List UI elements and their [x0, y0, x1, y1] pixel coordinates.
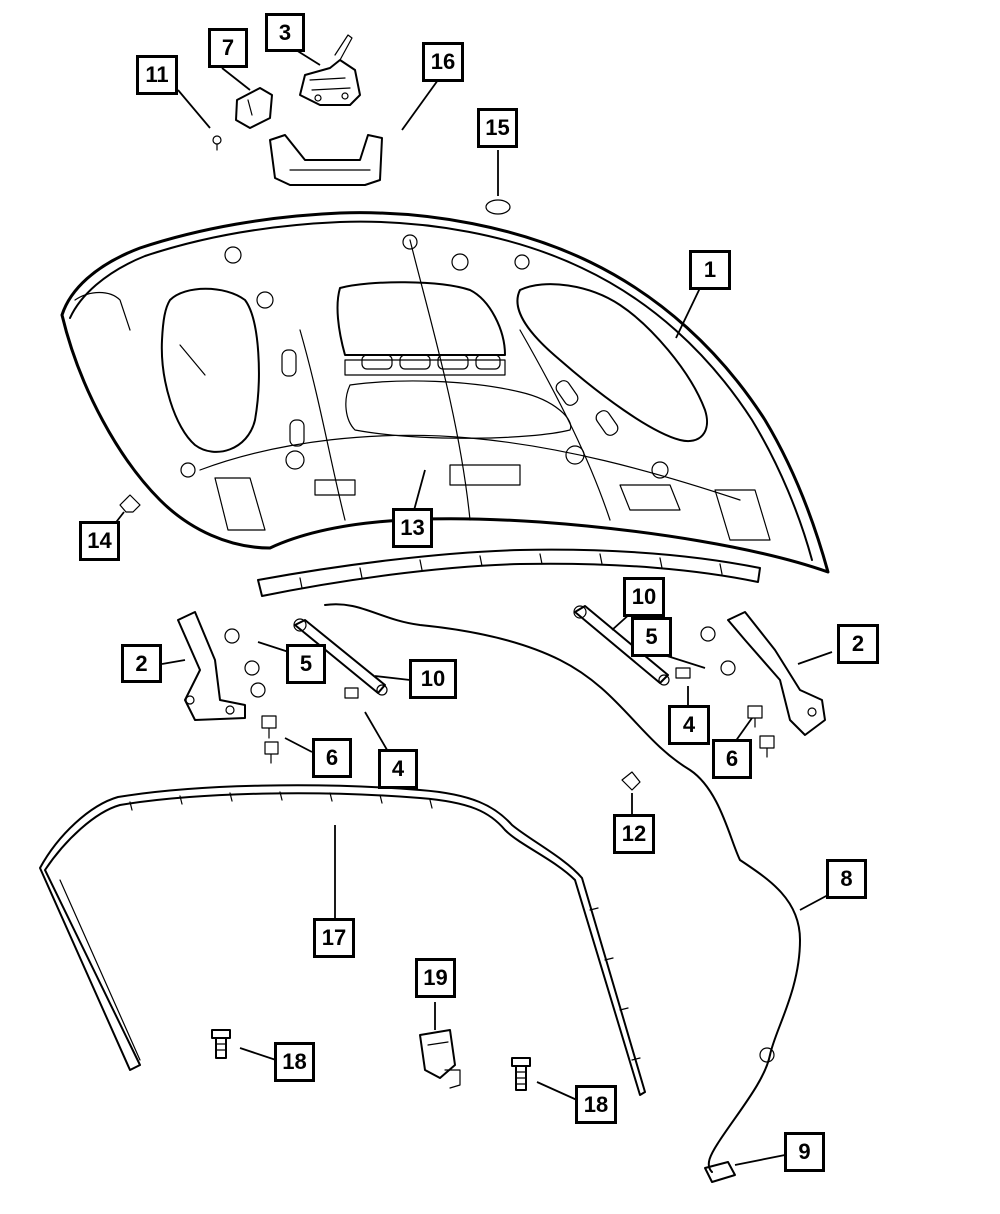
lift-support-left	[293, 618, 388, 696]
callout-16: 16	[422, 42, 464, 82]
callout-10: 10	[623, 577, 665, 617]
hinge-bolts-left	[261, 715, 279, 764]
screw-right	[511, 1057, 531, 1091]
callout-8: 8	[826, 859, 867, 899]
callout-18: 18	[274, 1042, 315, 1082]
latch-reinforcement	[269, 134, 383, 186]
callout-4: 4	[378, 749, 418, 789]
hinge-right	[727, 611, 826, 736]
hood-weatherstrip	[39, 784, 646, 1096]
hood-release-cable	[324, 603, 801, 1183]
callout-3: 3	[265, 13, 305, 52]
callout-5: 5	[631, 617, 672, 657]
hinge-left	[177, 611, 246, 721]
callout-18: 18	[575, 1085, 617, 1124]
callout-5: 5	[286, 644, 326, 684]
ball-stud-left	[344, 687, 359, 699]
callout-19: 19	[415, 958, 456, 998]
callout-9: 9	[784, 1132, 825, 1172]
hood-latch	[299, 34, 361, 106]
hood-panel	[60, 211, 830, 574]
leader-lines	[109, 44, 833, 1166]
lift-support-right	[573, 605, 670, 686]
callout-12: 12	[613, 814, 655, 854]
callout-2: 2	[121, 644, 162, 683]
callout-6: 6	[712, 739, 752, 779]
push-pin-fastener	[212, 135, 222, 151]
hinge-bolts-right	[747, 705, 775, 758]
callout-17: 17	[313, 918, 355, 958]
cable-clip	[621, 771, 641, 791]
callout-1: 1	[689, 250, 731, 290]
retainer-clip	[119, 494, 141, 513]
callout-6: 6	[312, 738, 352, 778]
callout-13: 13	[392, 508, 433, 548]
callout-2: 2	[837, 624, 879, 664]
callout-15: 15	[477, 108, 518, 148]
hood-bumper	[419, 1029, 461, 1089]
callout-7: 7	[208, 28, 248, 68]
hood-front-seal	[257, 548, 761, 597]
screw-left	[211, 1029, 231, 1059]
hood-plug	[485, 199, 511, 215]
hood-bumper-bracket	[235, 87, 273, 129]
ball-stud-right	[675, 667, 691, 679]
callout-11: 11	[136, 55, 178, 95]
hinge-nuts-left	[224, 628, 266, 698]
callout-10: 10	[409, 659, 457, 699]
callout-4: 4	[668, 705, 710, 745]
callout-14: 14	[79, 521, 120, 561]
hinge-nuts-right	[700, 626, 736, 676]
